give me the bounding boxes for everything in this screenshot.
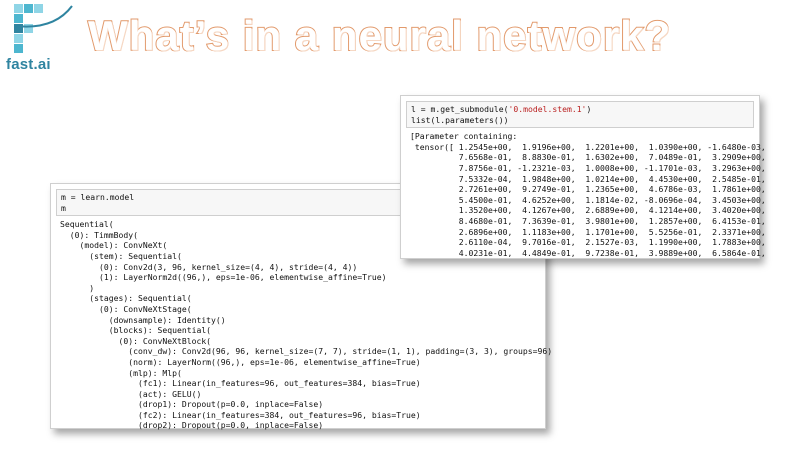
model-output-line: (downsample): Identity() [60,314,226,325]
model-output: Sequential( (0): TimmBody( (model): Conv… [51,216,552,431]
model-output-line: (act): GELU() [60,388,202,399]
params-output-line: 7.5332e-04, 1.9848e+00, 1.0214e+00, 4.45… [410,173,766,184]
model-output-line: (0): ConvNeXtBlock( [60,335,212,346]
model-notebook-panel: m = learn.model m Sequential( (0): TimmB… [50,183,552,431]
params-notebook-panel: l = m.get_submodule('0.model.stem.1') li… [400,95,766,259]
fastai-logo: fast.ai [6,4,73,84]
params-input-prefix: l = m.get_submodule( [411,104,509,114]
model-output-line: (drop1): Dropout(p=0.0, inplace=False) [60,399,324,410]
model-input-line: m = learn.model [61,192,135,202]
model-output-line: (0): Conv2d(3, 96, kernel_size=(4, 4), s… [60,261,358,272]
model-output-line: ) [60,282,95,293]
params-output-line: 8.4680e-01, 7.3639e-01, 3.9801e+00, 1.28… [410,215,766,226]
model-input-line: m [61,202,66,213]
model-output-line: (1): LayerNorm2d((96,), eps=1e-06, eleme… [60,272,387,283]
params-output-line: 4.0231e-01, 4.4849e-01, 9.7238e-01, 3.98… [410,247,766,258]
model-output-line: (fc2): Linear(in_features=384, out_featu… [60,409,421,420]
params-output-line: 2.6896e+00, 1.1183e+00, 1.1701e+00, 5.52… [410,226,766,237]
fastai-logo-mark-icon [14,4,43,53]
model-output-line: (norm): LayerNorm((96,), eps=1e-06, elem… [60,356,421,367]
params-output-line: [Parameter containing: [410,131,518,142]
params-output-line: 7.8756e-01, -1.2321e-03, 1.0008e+00, -1.… [410,162,766,173]
model-output-line: (model): ConvNeXt( [60,240,168,251]
params-output-line: 1.3520e+00, 4.1267e+00, 2.6889e+00, 4.12… [410,205,766,216]
model-output-line: (blocks): Sequential( [60,325,212,336]
model-output-line: (0): ConvNeXtStage( [60,303,192,314]
logo-text: fast.ai [6,56,51,73]
logo-swoosh-icon [15,5,73,28]
model-input-code: m = learn.model m [61,192,535,213]
slide-title: What’s in a neural network? [87,11,672,60]
params-output-line: 7.6568e-01, 8.8830e-01, 1.6302e+00, 7.04… [410,152,766,163]
params-output-line: tensor([ 1.2545e+00, 1.9196e+00, 1.2201e… [410,141,766,152]
model-output-code: Sequential( (0): TimmBody( (model): Conv… [60,219,552,431]
params-input-cell[interactable]: l = m.get_submodule('0.model.stem.1') li… [406,101,754,129]
params-input-code: l = m.get_submodule('0.model.stem.1') li… [411,104,749,125]
params-output-code: [Parameter containing: tensor([ 1.2545e+… [410,131,766,258]
params-input-string: '0.model.stem.1' [508,104,587,114]
model-output-line: (0): TimmBody( [60,229,138,240]
model-output-line: (fc1): Linear(in_features=96, out_featur… [60,378,421,389]
model-output-line: (drop2): Dropout(p=0.0, inplace=False) [60,420,324,431]
model-output-line: (stem): Sequential( [60,250,182,261]
params-input-suffix: ) [586,104,592,114]
params-output-line: 2.6110e-04, 9.7016e-01, 2.1527e-03, 1.19… [410,237,766,248]
params-output-line: 5.4500e-01, 4.6252e+00, 1.1814e-02, -8.0… [410,194,766,205]
model-output-line: (conv_dw): Conv2d(96, 96, kernel_size=(7… [60,346,553,357]
model-output-line: Sequential( [60,219,114,230]
params-output-line: 2.7261e+00, 9.2749e-01, 1.2365e+00, 4.67… [410,184,766,195]
model-output-line: (mlp): Mlp( [60,367,182,378]
model-output-line: (stages): Sequential( [60,293,192,304]
params-input-line: list(l.parameters()) [411,114,509,125]
params-output: [Parameter containing: tensor([ 1.2545e+… [401,128,766,258]
